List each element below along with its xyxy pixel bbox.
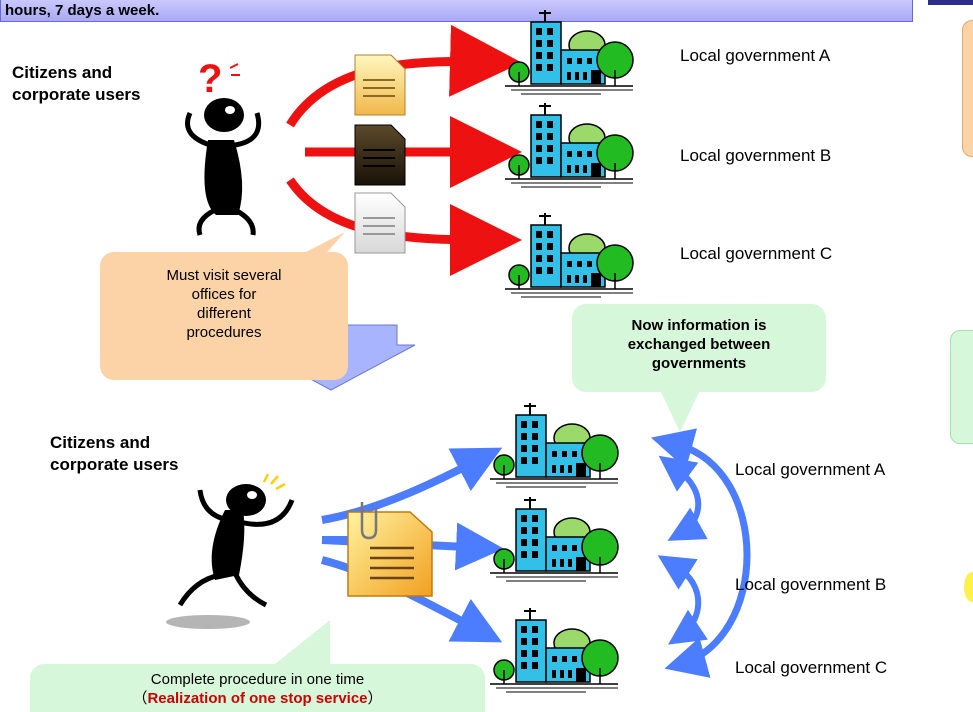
building-icon xyxy=(504,212,634,298)
building-icon xyxy=(504,102,634,188)
users-label-line: Citizens and xyxy=(50,433,151,452)
info-exchange-callout: Now information is exchanged between gov… xyxy=(572,304,826,392)
gov-label-c: Local government C xyxy=(680,244,833,263)
stick-figure-icon: ? xyxy=(185,57,262,236)
multiple-visits-callout: Must visit several offices for different… xyxy=(100,252,348,380)
header-banner: hours, 7 days a week. xyxy=(0,0,913,22)
users-label-line: corporate users xyxy=(50,455,179,474)
top-users-label: Citizens and corporate users xyxy=(12,62,141,106)
question-mark-icon: ? xyxy=(198,57,222,101)
one-stop-highlight: Realization of one stop service xyxy=(147,690,368,707)
callout-line: Complete procedure in one time xyxy=(150,671,365,688)
gov-label-b: Local government B xyxy=(680,146,832,165)
gov-label-a: Local government A xyxy=(735,460,886,479)
gov-label-b: Local government B xyxy=(735,575,887,594)
document-icon xyxy=(354,124,406,186)
header-text: hours, 7 days a week. xyxy=(5,2,160,19)
callout-tail xyxy=(660,390,700,432)
gov-label-c: Local government C xyxy=(735,658,888,677)
bottom-users-label: Citizens and corporate users xyxy=(50,432,179,476)
callout-line: exchanged between xyxy=(627,336,771,353)
callout-line: Must visit several xyxy=(166,267,282,284)
document-icon xyxy=(354,54,406,116)
callout-line: Now information is xyxy=(631,317,767,334)
callout-line: governments xyxy=(651,355,747,372)
offscreen-green-callout xyxy=(950,330,973,444)
building-icon xyxy=(489,402,619,488)
building-icon xyxy=(489,607,619,693)
one-stop-callout: Complete procedure in one time （Realizat… xyxy=(30,664,485,712)
callout-line: procedures xyxy=(186,324,262,341)
right-edge-bar xyxy=(928,0,973,5)
building-icon xyxy=(504,9,634,95)
callout-line: （Realization of one stop service） xyxy=(30,689,485,708)
document-icon xyxy=(354,192,406,254)
paren-open: （ xyxy=(132,690,148,707)
callout-tail xyxy=(270,620,330,668)
gov-label-a: Local government A xyxy=(680,46,831,65)
building-icon xyxy=(489,496,619,582)
paperclip-document-icon xyxy=(347,502,433,597)
users-label-line: corporate users xyxy=(12,85,141,104)
shadow xyxy=(166,615,250,629)
offscreen-yellow-shape xyxy=(964,572,973,602)
paren-close: ） xyxy=(367,690,383,707)
stick-figure-icon xyxy=(166,473,295,629)
callout-line: offices for xyxy=(191,286,257,303)
users-label-line: Citizens and xyxy=(12,63,113,82)
callout-line: different xyxy=(197,305,251,322)
